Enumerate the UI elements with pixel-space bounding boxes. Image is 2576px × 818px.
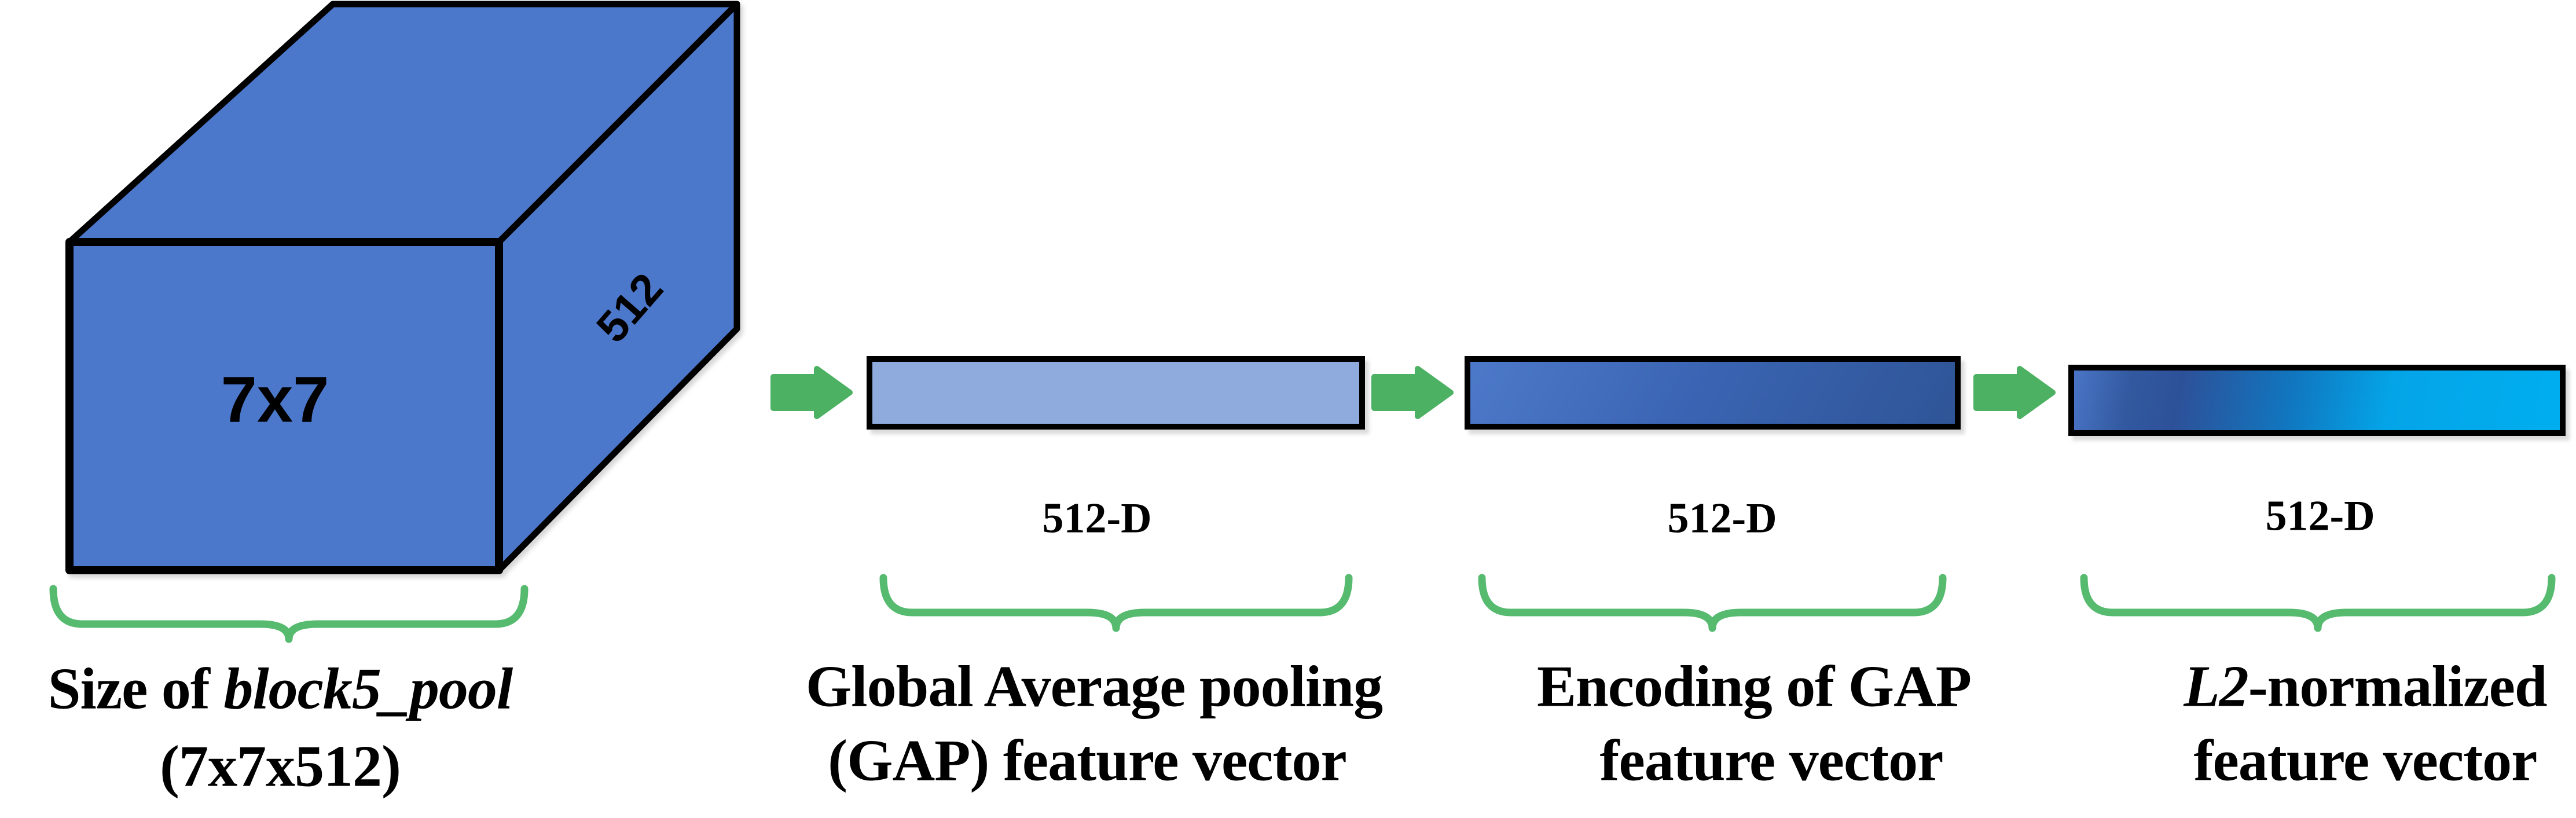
caption-block5-pool-name: block5_pool <box>223 656 513 722</box>
caption-l2-suffix: -normalized <box>2248 654 2548 720</box>
dim-label-l2: 512-D <box>2265 492 2375 540</box>
dim-label-encoded: 512-D <box>1667 494 1777 542</box>
caption-block5-pool-prefix: Size of <box>47 656 224 722</box>
l2-normalized-vector-bar <box>2068 365 2566 436</box>
dim-label-gap: 512-D <box>1042 494 1152 542</box>
caption-encoding-line2: feature vector <box>1599 728 1944 794</box>
cube-block5-pool <box>65 1 740 574</box>
arrow-right-icon <box>770 366 853 419</box>
arrow-right-icon <box>1371 366 1454 419</box>
caption-l2-line1: L2-normalized <box>2184 653 2548 721</box>
cube-front-size-label: 7x7 <box>221 363 329 436</box>
underbrace-encoded-vector <box>1478 574 1947 632</box>
encoded-feature-vector-bar <box>1465 356 1961 430</box>
caption-l2-term: L2 <box>2184 654 2248 720</box>
underbrace-l2-vector <box>2080 574 2556 632</box>
caption-gap-line2: (GAP) feature vector <box>828 728 1347 794</box>
underbrace-gap-vector <box>879 574 1353 632</box>
caption-l2-line2: feature vector <box>2193 728 2538 794</box>
underbrace-cube <box>49 585 529 643</box>
arrow-right-icon <box>1973 366 2056 419</box>
gap-feature-vector-bar <box>867 356 1365 430</box>
caption-encoding-line1: Encoding of GAP <box>1536 654 1972 720</box>
caption-block5-pool-line1: Size of block5_pool <box>48 655 513 723</box>
caption-block5-pool-line2: (7x7x512) <box>160 733 401 799</box>
caption-gap-line1: Global Average pooling <box>805 654 1383 720</box>
cube-front-face <box>65 238 503 574</box>
